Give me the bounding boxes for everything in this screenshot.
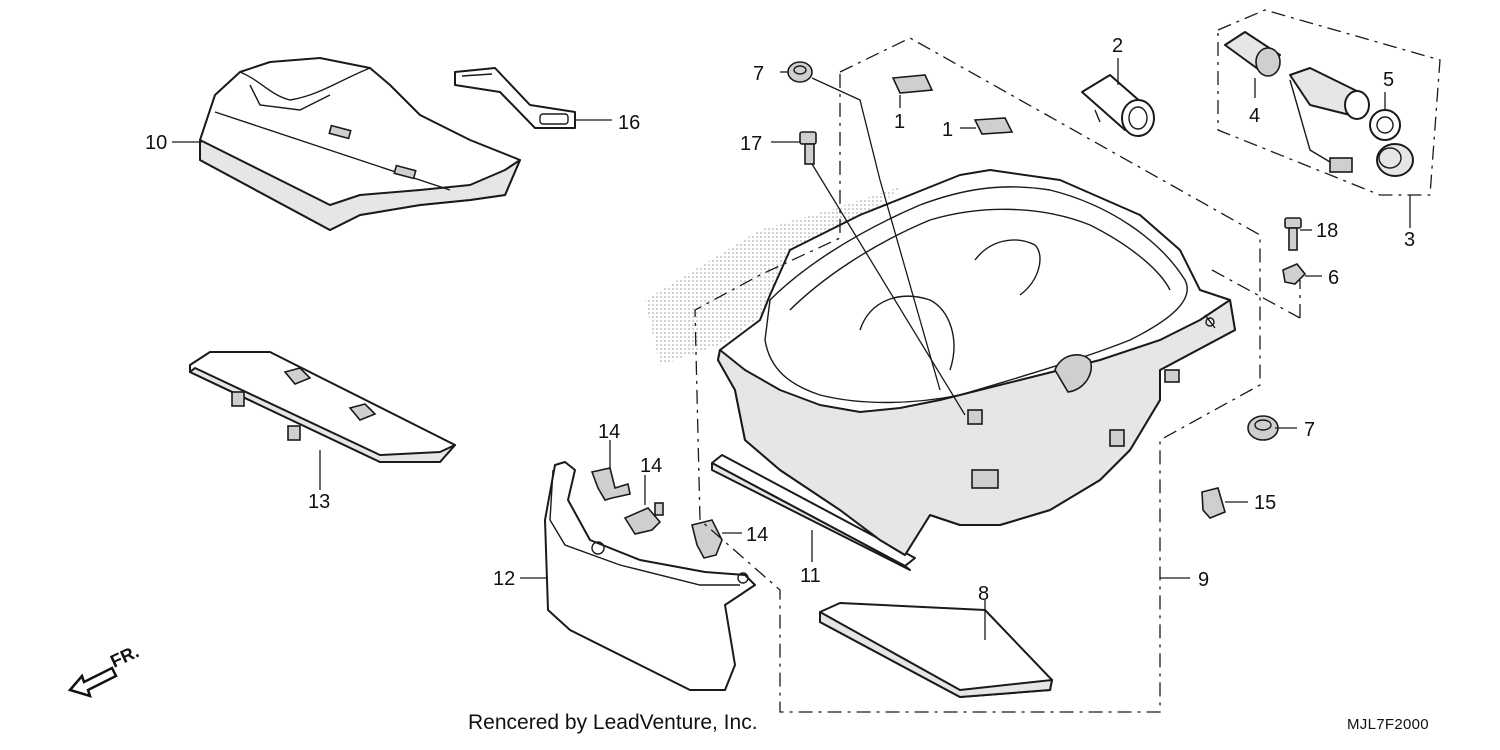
diagram-code: MJL7F2000 [1347, 716, 1429, 733]
front-direction-arrow: FR. [67, 641, 142, 698]
leader-lines [172, 58, 1411, 640]
callout-4: 4 [1249, 105, 1260, 127]
part-9-luggage-box [645, 169, 1236, 556]
part-7-grommet-b [1247, 415, 1279, 441]
part-8-mat [819, 602, 1053, 698]
part-5-cap [1369, 109, 1414, 177]
part-13-cover-plate [189, 351, 456, 463]
part-16-strap [454, 67, 576, 129]
part-14-clip-b [623, 502, 664, 535]
callout-12: 12 [493, 568, 515, 590]
callout-9: 9 [1198, 569, 1209, 591]
part-10-tray [199, 57, 521, 231]
callout-15: 15 [1254, 492, 1276, 514]
callout-18: 18 [1316, 220, 1338, 242]
part-2-socket-sleeve [1081, 74, 1155, 137]
part-14-clip-a [590, 467, 631, 501]
callout-17: 17 [740, 133, 762, 155]
part-6-nut [1282, 263, 1307, 285]
part-15-clip-nut [1201, 487, 1226, 519]
callout-14b: 14 [640, 455, 662, 477]
callout-5: 5 [1383, 69, 1394, 91]
part-14-clip-c [691, 519, 723, 559]
callout-7b: 7 [1304, 419, 1315, 441]
callout-1b: 1 [942, 119, 953, 141]
part-1-pad-a [891, 74, 934, 94]
assembly-boundary [694, 37, 1261, 713]
part-4-socket [1224, 31, 1281, 77]
part-3-socket-assembly [1217, 9, 1441, 196]
callout-2: 2 [1112, 35, 1123, 57]
callout-7a: 7 [753, 63, 764, 85]
part-1-pad-b [973, 117, 1014, 135]
render-credit: Rencered by LeadVenture, Inc. [468, 711, 758, 734]
callout-8: 8 [978, 583, 989, 605]
part-18-bolt [1284, 217, 1302, 251]
part-17-bolt [799, 131, 817, 165]
callout-13: 13 [308, 491, 330, 513]
callout-10: 10 [145, 132, 167, 154]
callout-16: 16 [618, 112, 640, 134]
callout-11: 11 [800, 565, 821, 587]
callout-3: 3 [1404, 229, 1415, 251]
callout-14c: 14 [746, 524, 768, 546]
part-12-front-panel [544, 461, 756, 691]
callout-1a: 1 [894, 111, 905, 133]
part-7-grommet-a [787, 61, 813, 83]
callout-14a: 14 [598, 421, 620, 443]
part-11-strip [711, 454, 916, 571]
callout-6: 6 [1328, 267, 1339, 289]
